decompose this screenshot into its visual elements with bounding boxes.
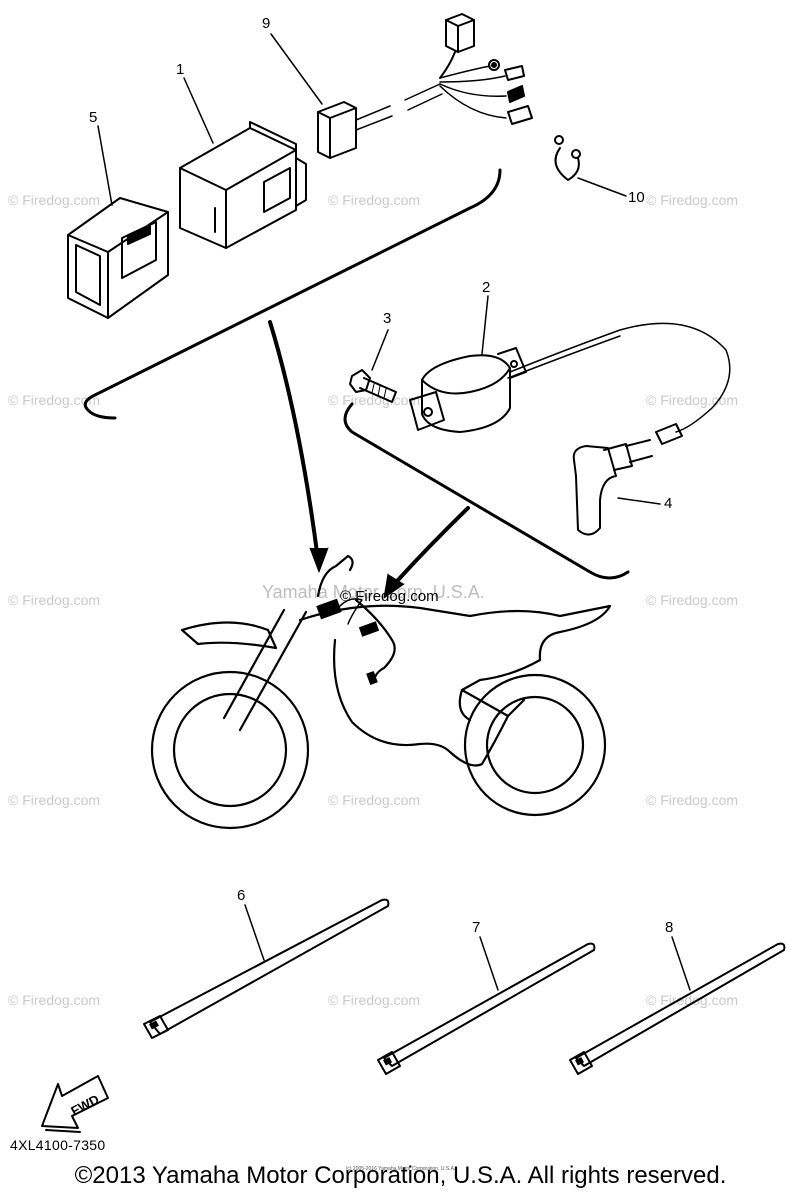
bike-plug-marker [366, 670, 378, 686]
callout-leader-3 [371, 329, 389, 371]
part-2-ignition-coil [409, 322, 731, 445]
leader-arrow-upper [268, 320, 320, 562]
watermark: © Firedog.com [8, 592, 101, 608]
leader-arrow-upper-head [309, 547, 329, 573]
bike-wire [339, 598, 363, 625]
callout-7: 7 [472, 919, 481, 936]
part-9-wire-harness [317, 13, 533, 159]
watermark: © Firedog.com [646, 592, 739, 608]
callout-leader-5 [97, 125, 113, 206]
center-watermark-firedog: © Firedog.com [340, 588, 439, 605]
part-4-plug-cap [572, 439, 653, 536]
callout-3: 3 [383, 310, 392, 327]
callout-8: 8 [665, 919, 674, 936]
callout-2: 2 [482, 279, 491, 296]
part-6-cable-tie [143, 898, 390, 1039]
callout-leader-7 [479, 936, 499, 991]
callout-10: 10 [628, 189, 645, 206]
watermark: © Firedog.com [8, 192, 101, 208]
part-8-cable-tie [569, 942, 786, 1075]
bike-coil-marker [358, 621, 380, 637]
part-5-cdi-cover [67, 197, 169, 319]
fwd-arrow-icon: FWD [41, 1075, 109, 1133]
fwd-label: FWD [68, 1091, 101, 1118]
group-bracket-upper [83, 168, 502, 420]
callout-leader-4 [617, 497, 661, 505]
watermark: © Firedog.com [646, 192, 739, 208]
watermark: © Firedog.com [8, 992, 101, 1008]
leader-arrow-lower-head [383, 573, 405, 599]
leader-arrow-lower [396, 506, 470, 582]
callout-9: 9 [262, 15, 271, 32]
motorcycle-outline [150, 554, 612, 830]
watermark: © Firedog.com [328, 992, 421, 1008]
watermark: © Firedog.com [646, 792, 739, 808]
part-7-cable-tie [377, 942, 596, 1075]
part-10-clamp [554, 135, 581, 181]
callout-leader-1 [183, 77, 214, 144]
watermark: © Firedog.com [328, 192, 421, 208]
copyright-notice: ©2013 Yamaha Motor Corporation, U.S.A. A… [74, 1162, 727, 1189]
part-1-cdi-unit [179, 121, 307, 249]
watermark: © Firedog.com [646, 992, 739, 1008]
callout-leader-6 [244, 904, 265, 961]
callout-4: 4 [664, 495, 673, 512]
small-print: (c) 2005-2016 Yamaha Motor Corporation, … [345, 1166, 456, 1172]
callout-6: 6 [237, 887, 246, 904]
callout-leader-9 [270, 33, 323, 105]
callout-1: 1 [176, 61, 185, 78]
watermark: © Firedog.com [8, 792, 101, 808]
callout-leader-2 [481, 295, 489, 355]
watermark: © Firedog.com [328, 792, 421, 808]
bike-cdi-marker [316, 598, 342, 620]
callout-leader-8 [671, 936, 691, 991]
watermark: © Firedog.com [8, 392, 101, 408]
callout-leader-10 [577, 177, 627, 197]
part-code: 4XL4100-7350 [10, 1137, 106, 1153]
part-3-bolt [349, 369, 397, 403]
group-bracket-lower [343, 402, 630, 580]
callout-5: 5 [89, 109, 98, 126]
